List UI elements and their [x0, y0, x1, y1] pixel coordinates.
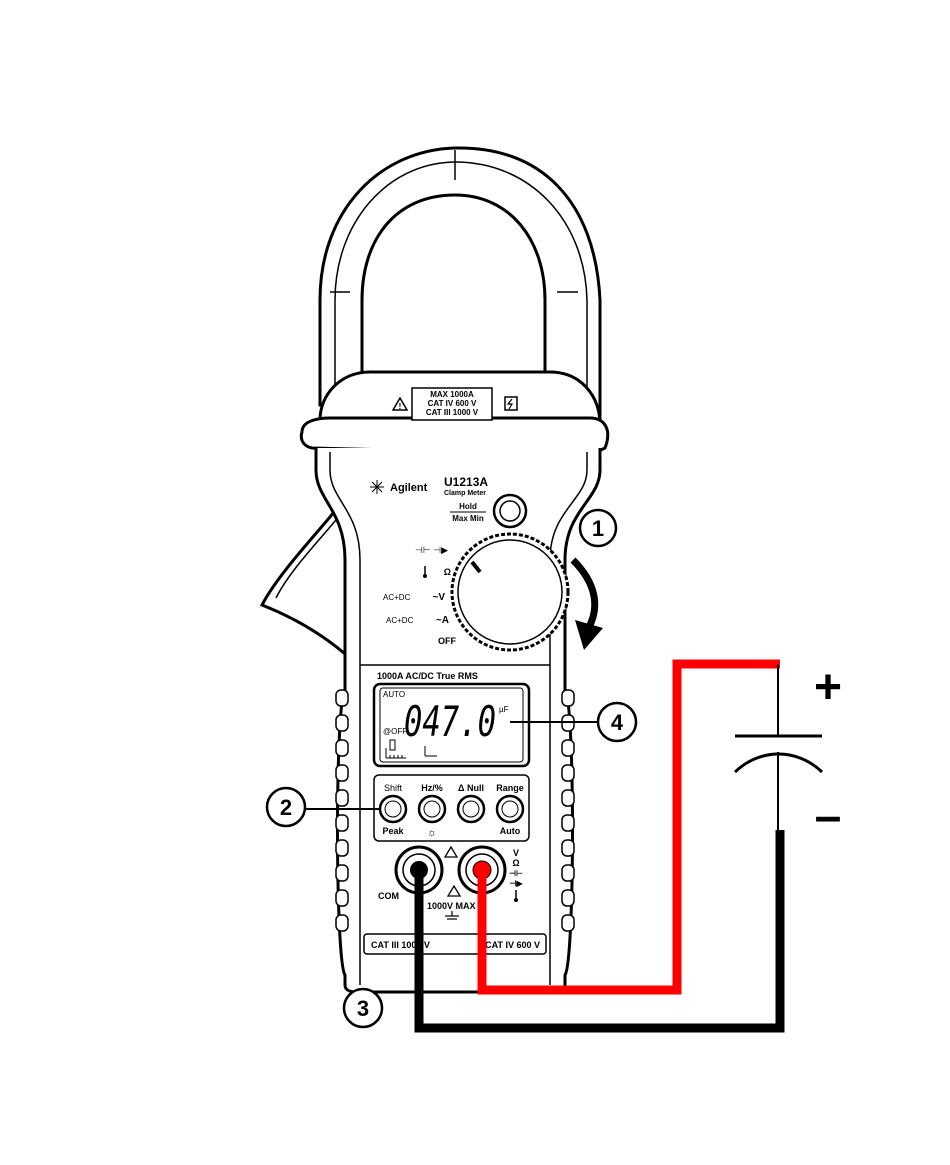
dial-position-resistance: Ω	[444, 567, 451, 577]
dial-position-voltage: ~V	[432, 592, 445, 603]
dial-position-off: OFF	[438, 636, 456, 646]
hold-label: Hold	[459, 502, 477, 511]
peak-label: Peak	[382, 826, 404, 836]
callout-3-number: 3	[357, 996, 369, 1021]
model-subtitle: Clamp Meter	[444, 490, 486, 497]
dial-acdc-v-label: AC+DC	[383, 593, 411, 602]
backlight-icon: ☼	[427, 827, 437, 839]
max-voltage-label: 1000V MAX	[427, 901, 476, 911]
hold-button[interactable]	[494, 495, 526, 527]
hz-label: Hz/%	[421, 783, 443, 793]
shift-button[interactable]	[380, 796, 406, 822]
null-label: Δ Null	[458, 783, 484, 793]
input-symbol-diode: ⊣▶	[509, 879, 523, 888]
callout-4-number: 4	[611, 710, 624, 735]
null-button[interactable]	[458, 796, 484, 822]
hz-button[interactable]	[419, 796, 445, 822]
brand-name: Agilent	[390, 482, 428, 494]
lcd-reading: 047.0	[404, 697, 496, 746]
auto-label: Auto	[500, 826, 521, 836]
positive-polarity-label: +	[814, 661, 842, 714]
clamp-label-line2: CAT IV 600 V	[428, 399, 477, 408]
rating-label: 1000A AC/DC True RMS	[377, 671, 478, 681]
range-label: Range	[496, 783, 524, 793]
rotate-arrow-icon	[573, 560, 603, 650]
callout-3: 3	[344, 989, 382, 1027]
negative-polarity-label: –	[815, 790, 842, 843]
lcd-auto-off-indicator: @OFF	[383, 727, 407, 736]
callout-1-number: 1	[592, 516, 604, 541]
dial-position-current: ~A	[436, 615, 449, 626]
agilent-logo-icon	[370, 480, 384, 494]
shift-label: Shift	[384, 783, 403, 793]
clamp-label-line3: CAT III 1000 V	[426, 408, 479, 417]
cat-right-label: CAT IV 600 V	[485, 940, 540, 950]
input-symbol-resistance: Ω	[512, 858, 519, 868]
callout-1: 1	[580, 510, 616, 546]
clamp-label-line1: MAX 1000A	[430, 390, 474, 399]
range-button[interactable]	[497, 796, 523, 822]
lcd-auto-indicator: AUTO	[383, 690, 405, 699]
model-number: U1213A	[444, 475, 488, 489]
callout-2-number: 2	[280, 795, 292, 820]
dial-position-capacitance-diode: ⊣⊢ ⊣▶	[415, 545, 448, 555]
svg-text:!: !	[399, 402, 402, 411]
input-symbol-voltage: V	[513, 848, 519, 858]
lcd-unit: µF	[499, 705, 509, 714]
com-label: COM	[378, 891, 399, 901]
capacitor-symbol	[735, 664, 822, 832]
dial-acdc-a-label: AC+DC	[386, 616, 414, 625]
max-min-label: Max Min	[452, 514, 484, 523]
rotary-dial[interactable]	[452, 534, 568, 650]
input-symbol-capacitance: ⊣⊢	[509, 868, 523, 878]
